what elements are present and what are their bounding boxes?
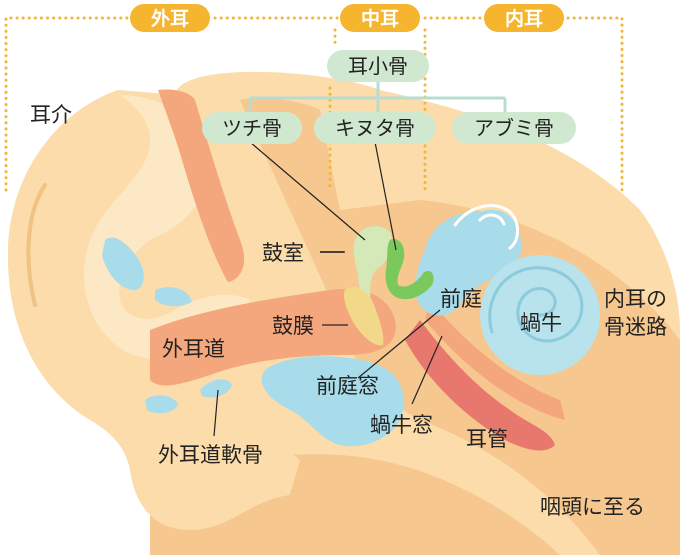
upper-canal-band [158, 89, 245, 283]
label-oval-window: 前庭窓 [316, 374, 379, 398]
section-brackets [4, 16, 624, 192]
pinna-cartilage-2 [155, 287, 192, 307]
tag-middle-ear: 中耳 [340, 4, 420, 32]
pinna-shape [7, 90, 301, 530]
label-ear-canal-cartilage: 外耳道軟骨 [158, 443, 263, 467]
canal-cartilage-2 [200, 379, 232, 398]
label-labyrinth-line2: 骨迷路 [604, 315, 667, 339]
pill-kinuta: キヌタ骨 [314, 112, 436, 144]
pinna-helix-stroke [26, 183, 47, 307]
eustachian-tube-edge [425, 300, 565, 420]
label-eardrum: 鼓膜 [272, 314, 314, 338]
semicircular-canals [453, 204, 519, 250]
pill-ossicles-group: 耳小骨 [327, 50, 429, 82]
tag-outer-ear: 外耳 [130, 4, 210, 32]
pill-kinuta-label: キヌタ骨 [335, 116, 415, 140]
pill-tsuchi: ツチ骨 [202, 112, 302, 144]
eardrum-shape [343, 286, 384, 346]
canal-cartilage-1 [145, 395, 178, 414]
tag-outer-ear-label: 外耳 [151, 7, 189, 30]
malleus-shape [353, 226, 392, 305]
tag-middle-ear-label: 中耳 [361, 7, 399, 30]
label-vestibule: 前庭 [440, 287, 482, 311]
pinna-cartilage-1 [102, 237, 144, 291]
label-cochlea: 蝸牛 [520, 311, 562, 335]
tag-inner-ear-label: 内耳 [505, 7, 543, 30]
vestibule-shape [415, 209, 522, 316]
incus-shape [385, 239, 434, 300]
pill-tsuchi-label: ツチ骨 [222, 116, 282, 140]
label-labyrinth-line1: 内耳の [604, 287, 667, 311]
label-tympanic-cavity: 鼓室 [262, 241, 304, 265]
eustachian-tube-shape [405, 320, 555, 451]
label-ear-canal: 外耳道 [162, 337, 225, 361]
label-eustachian-tube: 耳管 [466, 427, 508, 451]
ear-canal-shape [150, 289, 396, 386]
pill-abumi: アブミ骨 [452, 112, 576, 144]
label-pinna: 耳介 [30, 103, 72, 127]
cochlea-spiral [488, 266, 584, 343]
tag-inner-ear: 内耳 [484, 4, 564, 32]
pill-abumi-label: アブミ骨 [474, 116, 554, 140]
bone-band [240, 98, 680, 555]
ossicle-tree-lines [248, 80, 507, 112]
temporal-bone-blue [261, 356, 404, 447]
pill-ossicles-group-label: 耳小骨 [348, 54, 408, 78]
label-round-window: 蝸牛窓 [370, 413, 433, 437]
label-to-pharynx: 咽頭に至る [540, 495, 645, 519]
